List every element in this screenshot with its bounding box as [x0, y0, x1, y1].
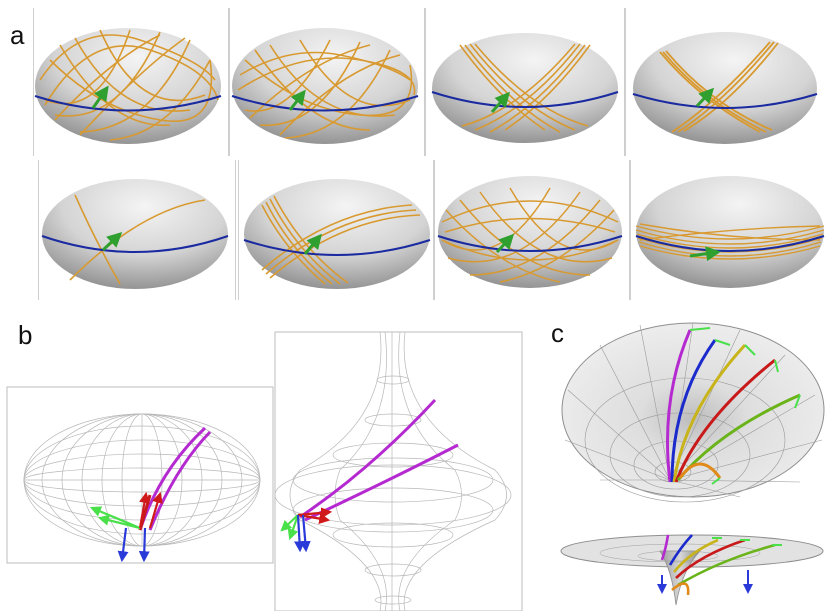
panel-a-tile-5: [38, 160, 236, 300]
ellipsoid-1: [34, 28, 222, 144]
panel-b-right-frame: [274, 331, 523, 611]
ellipsoid-7: [437, 176, 623, 288]
panel-c-side-vectors: [657, 537, 782, 594]
panel-c-side-paths: [660, 534, 776, 596]
ellipsoid-4: [632, 32, 818, 144]
ellipsoid-8: [635, 176, 825, 288]
panel-a-tile-6: [238, 160, 434, 300]
cone-disk-top: [561, 322, 825, 503]
wireframe-funnel: [274, 331, 512, 611]
panel-label-c: c: [551, 318, 564, 348]
panel-b-left-frame: [6, 386, 274, 564]
ellipsoid-3: [431, 33, 619, 143]
ellipsoid-2: [231, 28, 419, 144]
panel-a-tile-8: [630, 160, 826, 300]
panel-c-top-paths: [666, 329, 801, 483]
cone-side: [560, 534, 824, 606]
panel-a-tile-4: [625, 8, 825, 156]
ellipsoid-5: [41, 179, 229, 289]
panel-b-left-vectors: [89, 491, 163, 563]
panel-c-top-vectors: [689, 327, 801, 485]
wireframe-ellipsoid: [23, 413, 261, 547]
panel-a-tile-3: [425, 8, 625, 156]
panel-label-b: b: [18, 320, 33, 350]
panel-label-a: a: [10, 20, 25, 50]
panel-a-tile-7: [434, 160, 630, 300]
ellipsoid-6: [243, 179, 431, 289]
panel-a-tile-2: [229, 8, 425, 156]
panel-b-right-vectors: [280, 507, 333, 553]
panel-a-tile-1: [33, 8, 229, 156]
